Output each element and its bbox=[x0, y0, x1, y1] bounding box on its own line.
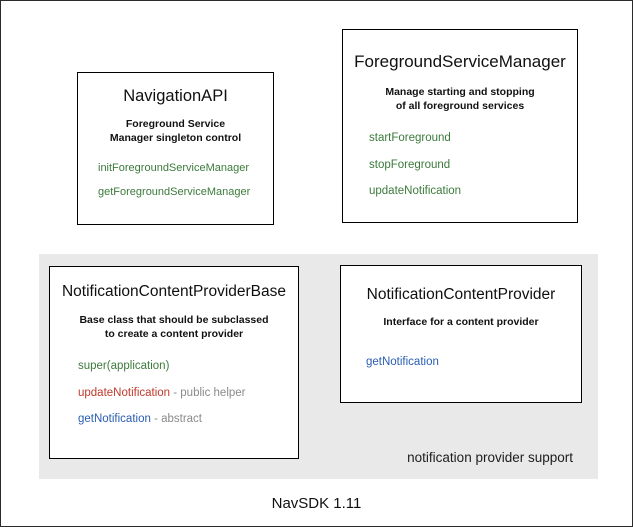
member-update-notification: updateNotification - public helper bbox=[78, 387, 290, 401]
member-list-navigation-api: initForegroundServiceManager getForegrou… bbox=[88, 162, 263, 199]
group-label-notification-provider-support: notification provider support bbox=[407, 450, 573, 465]
class-description-notification-content-provider: Interface for a content provider bbox=[383, 316, 539, 328]
member-update-notification: updateNotification bbox=[369, 185, 567, 199]
member-name: stopForeground bbox=[369, 158, 451, 171]
member-get-notification: getNotification bbox=[366, 356, 571, 370]
class-box-navigation-api: NavigationAPI Foreground Service Manager… bbox=[77, 72, 274, 225]
member-name: getForegroundServiceManager bbox=[98, 185, 251, 198]
member-super-application: super(application) bbox=[78, 360, 290, 374]
member-init-foreground-service-manager: initForegroundServiceManager bbox=[98, 162, 263, 175]
class-box-notification-content-provider-base: NotificationContentProviderBase Base cla… bbox=[49, 266, 299, 459]
member-name: super(application) bbox=[78, 359, 170, 372]
member-list-notification-content-provider-base: super(application) updateNotification - … bbox=[58, 360, 290, 427]
member-name: getNotification bbox=[366, 355, 439, 368]
class-description-foreground-service-manager: Manage starting and stopping of all fore… bbox=[385, 86, 535, 112]
class-box-foreground-service-manager: ForegroundServiceManager Manage starting… bbox=[342, 29, 578, 223]
class-title-notification-content-provider-base: NotificationContentProviderBase bbox=[61, 283, 286, 300]
member-get-notification: getNotification - abstract bbox=[78, 413, 290, 427]
member-name: updateNotification bbox=[369, 185, 462, 198]
class-title-foreground-service-manager: ForegroundServiceManager bbox=[354, 52, 566, 71]
member-stop-foreground: stopForeground bbox=[369, 159, 567, 173]
member-name: updateNotification bbox=[78, 386, 171, 399]
member-note: - public helper bbox=[170, 386, 246, 399]
member-name: startForeground bbox=[369, 131, 451, 144]
member-name: getNotification bbox=[78, 413, 151, 426]
member-start-foreground: startForeground bbox=[369, 132, 567, 146]
member-get-foreground-service-manager: getForegroundServiceManager bbox=[98, 186, 263, 199]
class-description-notification-content-provider-base: Base class that should be subclassed to … bbox=[79, 314, 269, 340]
member-name: initForegroundServiceManager bbox=[98, 161, 250, 174]
class-description-navigation-api: Foreground Service Manager singleton con… bbox=[109, 118, 242, 144]
class-title-notification-content-provider: NotificationContentProvider bbox=[366, 286, 556, 303]
member-list-notification-content-provider: getNotification bbox=[351, 356, 571, 370]
member-list-foreground-service-manager: startForeground stopForeground updateNot… bbox=[353, 132, 567, 199]
class-box-notification-content-provider: NotificationContentProvider Interface fo… bbox=[340, 265, 582, 403]
class-title-navigation-api: NavigationAPI bbox=[123, 87, 228, 105]
footer-caption: NavSDK 1.11 bbox=[271, 495, 362, 512]
member-note: - abstract bbox=[150, 413, 203, 426]
